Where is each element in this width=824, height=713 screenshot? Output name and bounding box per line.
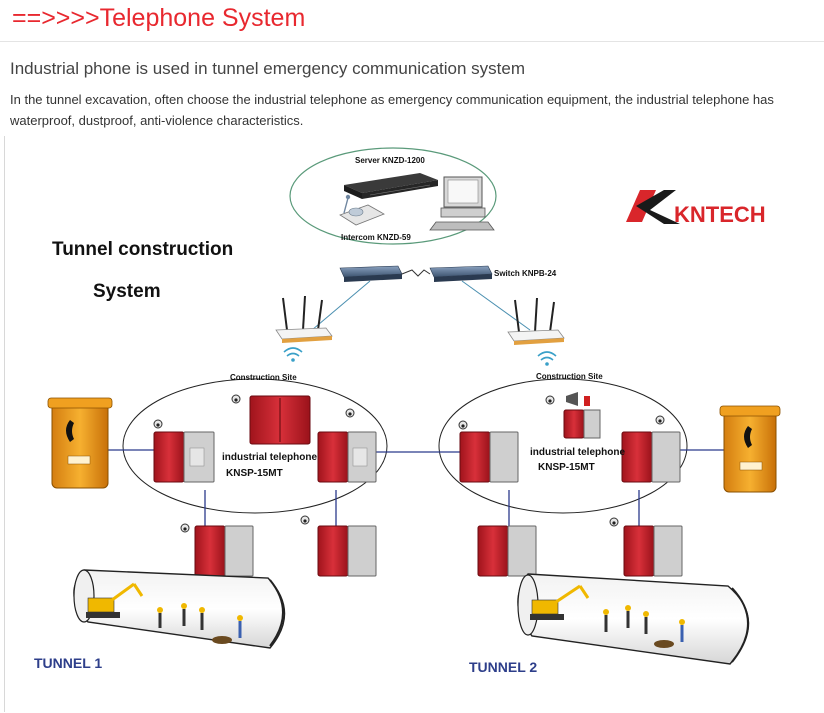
uplink-right xyxy=(461,280,531,331)
site-left-label: Construction Site xyxy=(230,373,297,382)
page-title: ==>>>>Telephone System xyxy=(12,4,306,32)
uplink-left xyxy=(311,280,371,331)
red-phone-top-right-small xyxy=(563,409,601,439)
intercom-label: Intercom KNZD-59 xyxy=(341,233,411,242)
camera-icon xyxy=(609,517,619,527)
camera-icon xyxy=(458,420,468,430)
orange-phone-right xyxy=(719,405,781,493)
camera-icon xyxy=(153,419,163,429)
title-divider xyxy=(0,41,824,42)
phone-right-label-line2: KNSP-15MT xyxy=(538,462,595,473)
camera-icon xyxy=(655,415,665,425)
section-paragraph: In the tunnel excavation, often choose t… xyxy=(10,92,774,128)
phone-right-label-line1: industrial telephone xyxy=(530,447,625,458)
server-icon xyxy=(344,173,438,199)
alarm-horn-icon xyxy=(566,392,590,406)
red-phone-mid-right xyxy=(317,431,377,483)
intercom-icon xyxy=(339,194,385,226)
excavator-icon xyxy=(530,584,590,620)
red-phone-top-left xyxy=(249,395,311,445)
tunnel-left-label: TUNNEL 1 xyxy=(34,655,102,671)
router-right-icon xyxy=(507,297,565,345)
wifi-right-icon xyxy=(537,351,557,366)
server-label: Server KNZD-1200 xyxy=(355,156,425,165)
workers-icon xyxy=(157,603,243,644)
switch-right-icon xyxy=(429,265,493,282)
switch-label: Switch KNPB-24 xyxy=(494,269,557,278)
red-phone-bottom-right-b xyxy=(623,525,683,577)
excavator-icon xyxy=(86,582,144,618)
section-subtitle: Industrial phone is used in tunnel emerg… xyxy=(10,59,525,78)
site-right-label: Construction Site xyxy=(536,372,603,381)
camera-icon xyxy=(300,515,310,525)
red-phone-bottom-right-a xyxy=(477,525,537,577)
logo-text: KNTECH xyxy=(674,202,766,227)
server-cluster-outline xyxy=(289,147,497,245)
wifi-left-icon xyxy=(283,347,303,362)
red-phone-mid-left xyxy=(153,431,215,483)
workers-icon xyxy=(603,605,685,648)
switch-left-icon xyxy=(339,265,403,282)
system-title-line2: System xyxy=(93,281,161,302)
camera-icon xyxy=(180,523,190,533)
camera-icon xyxy=(345,408,355,418)
phone-left-label-line1: industrial telephone xyxy=(222,452,317,463)
site-left-outline xyxy=(122,378,388,514)
camera-icon xyxy=(231,394,241,404)
red-phone-bottom-left-b xyxy=(317,525,377,577)
red-phone-mid-left-site2 xyxy=(459,431,519,483)
phone-left-label-line2: KNSP-15MT xyxy=(226,468,283,479)
camera-icon xyxy=(545,395,555,405)
orange-phone-left xyxy=(47,397,113,489)
system-title-line1: Tunnel construction xyxy=(52,239,233,260)
computer-icon xyxy=(429,176,495,231)
kntech-logo: KNTECH xyxy=(626,190,766,227)
tunnel-right-label: TUNNEL 2 xyxy=(469,659,537,675)
red-phone-bottom-left-a xyxy=(194,525,254,577)
router-left-icon xyxy=(275,295,333,343)
red-phone-mid-right-site2 xyxy=(621,431,681,483)
switch-link xyxy=(401,269,431,277)
site-right-outline xyxy=(438,378,688,514)
